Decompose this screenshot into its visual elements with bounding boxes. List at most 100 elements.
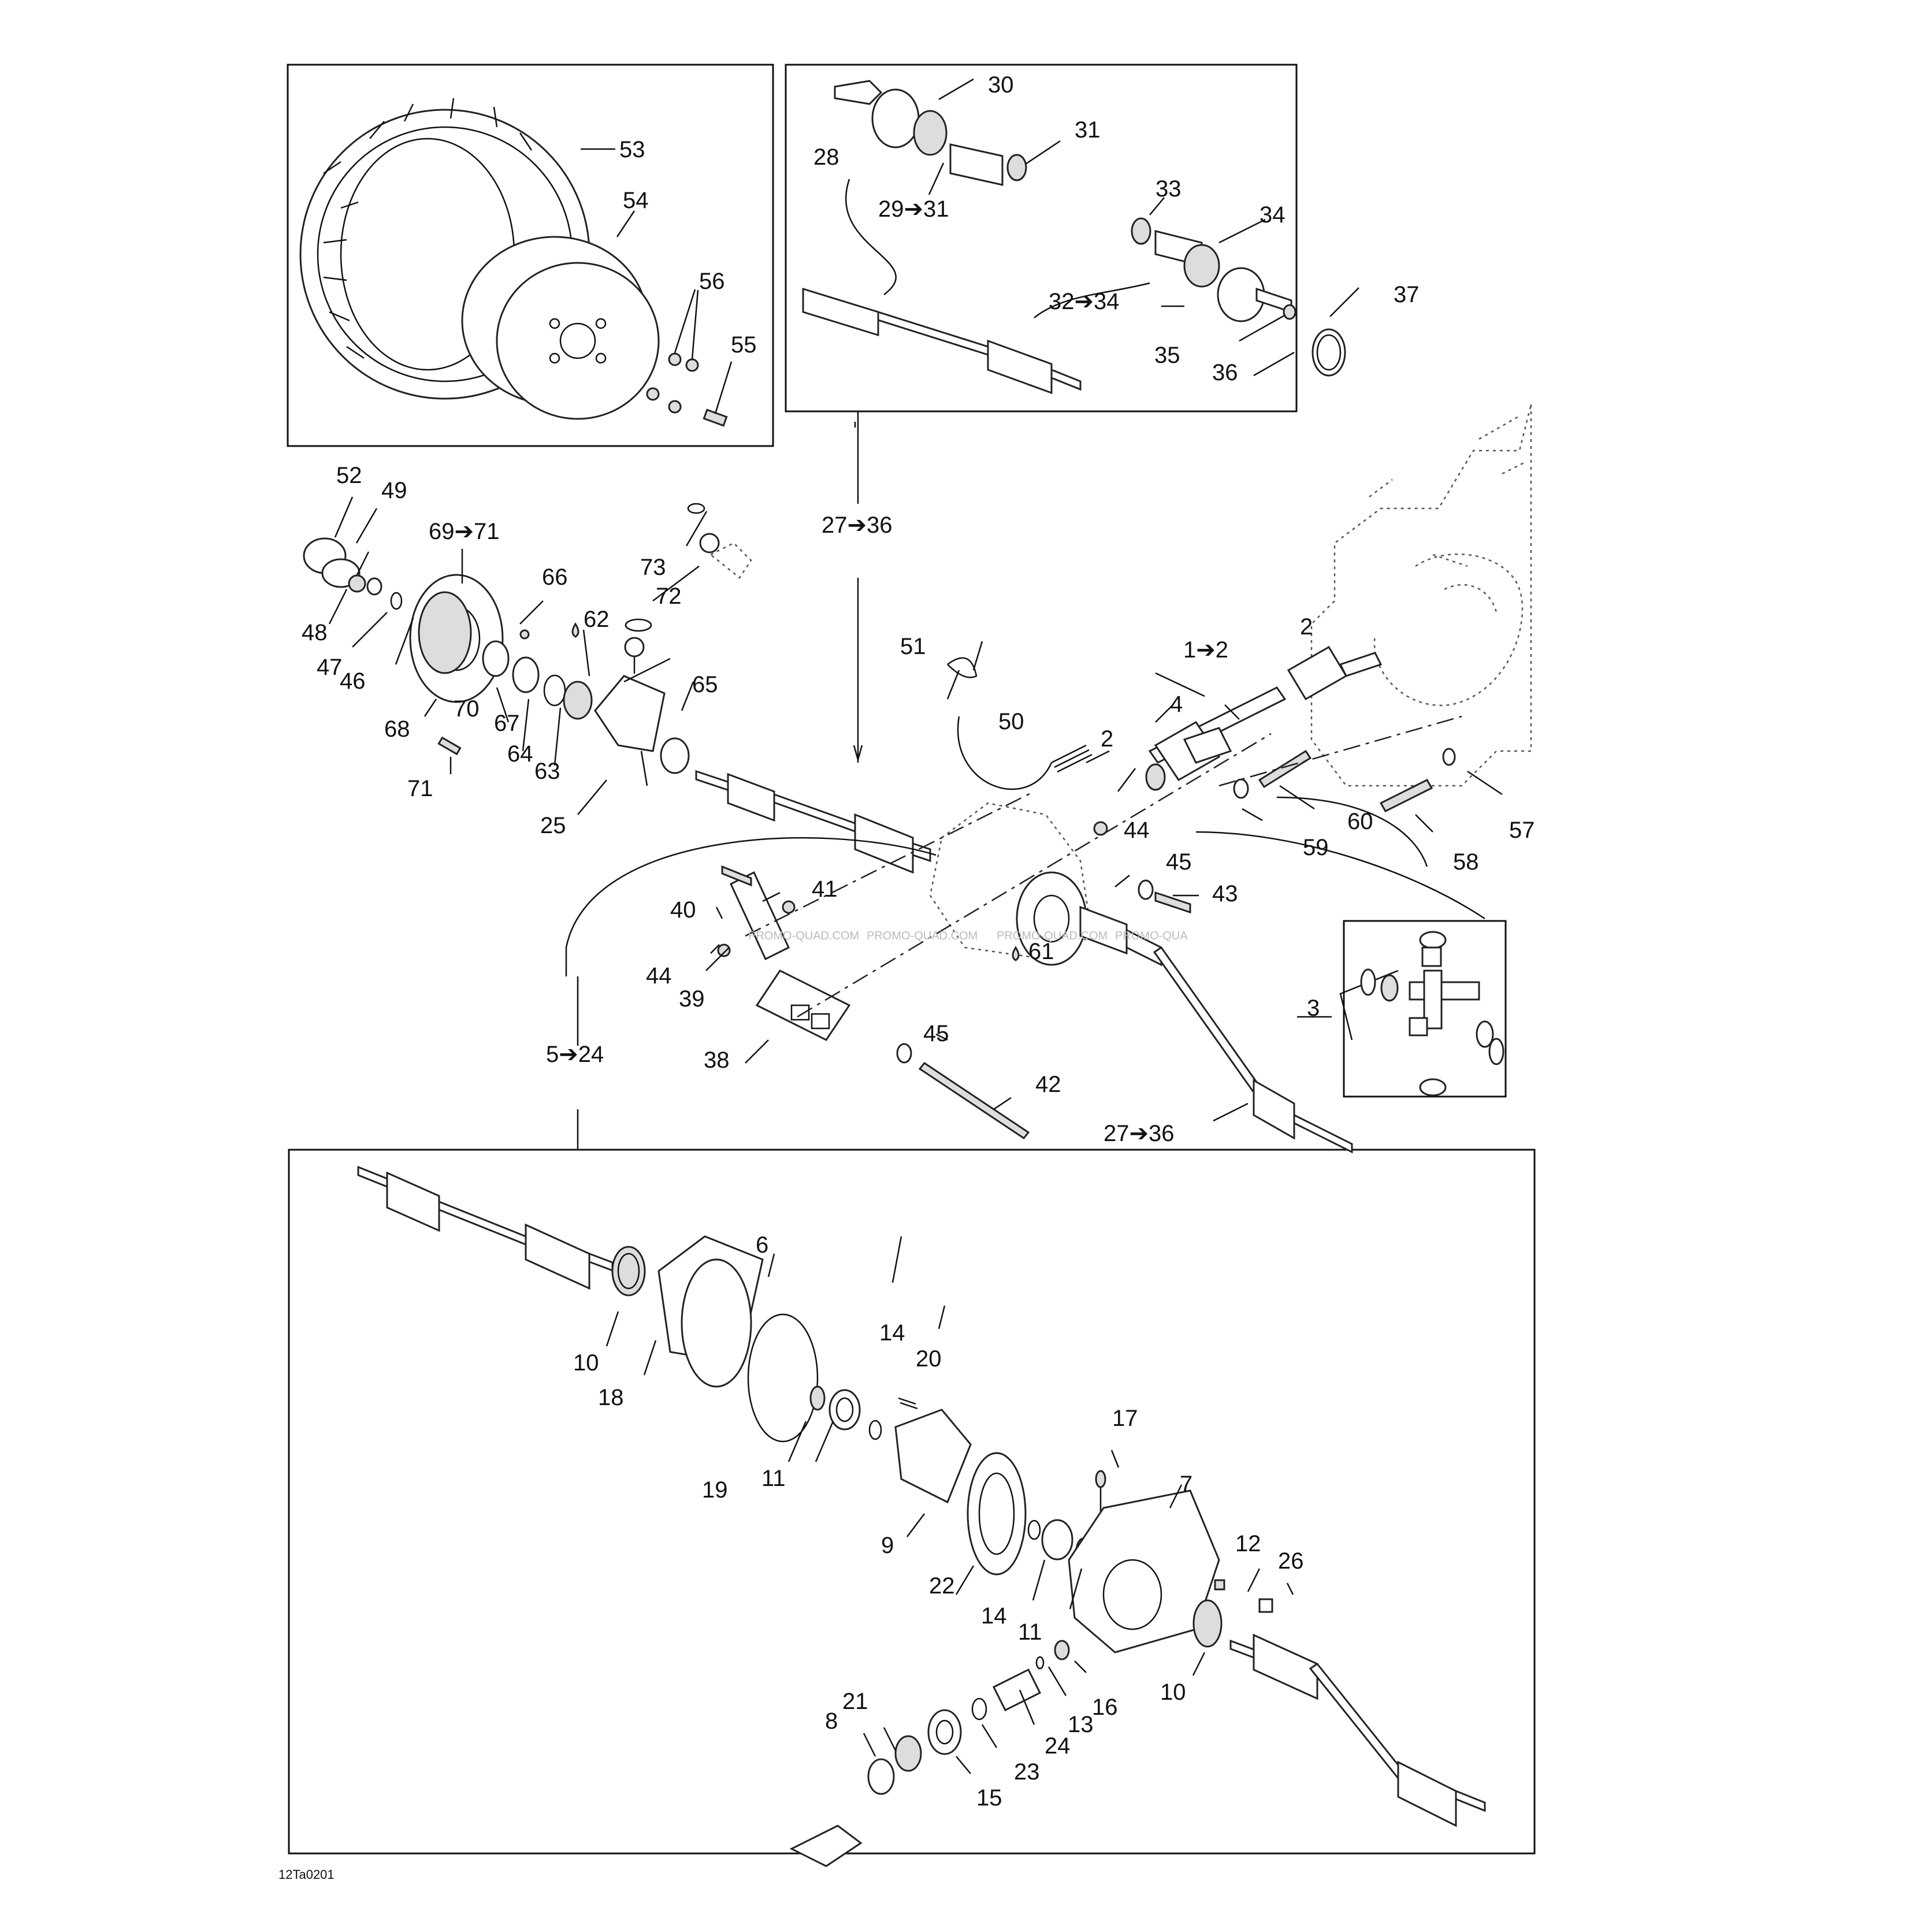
part-label: 62 — [584, 607, 610, 632]
seal-8 — [867, 1758, 895, 1795]
part-label: 70 — [454, 696, 480, 722]
part-label: 37 — [1394, 282, 1420, 307]
part-label: 52 — [336, 463, 362, 488]
part-label: 35 — [1154, 343, 1180, 368]
part-labels: 53 54 56 55 30 31 28 29➔31 33 34 32➔34 3… — [302, 72, 1535, 1811]
part-label: 3 — [1307, 995, 1320, 1021]
part-label: 59 — [1303, 835, 1329, 860]
part-label: 42 — [1035, 1072, 1061, 1097]
bolt-60 — [1258, 749, 1312, 789]
part-label: 45 — [1166, 849, 1192, 875]
part-label: 4 — [1170, 692, 1183, 717]
differential-case-9 — [894, 1409, 972, 1504]
cv-clamp-30 — [913, 110, 948, 156]
washer-57 — [1442, 748, 1456, 766]
knuckle-25 — [594, 657, 671, 786]
ring-gear-22 — [967, 1452, 1027, 1576]
watermark: PROMO-QUA — [1115, 930, 1188, 942]
part-label: 51 — [900, 634, 926, 659]
part-label: 9 — [881, 1533, 894, 1558]
spring-50 — [1051, 744, 1093, 773]
washer-47 — [366, 577, 382, 596]
washer-59 — [1233, 778, 1249, 799]
plug-26 — [1258, 1598, 1273, 1613]
bearing-63 — [563, 681, 593, 720]
housing-cover-6 — [657, 1235, 764, 1388]
part-label: 26 — [1278, 1548, 1304, 1574]
part-label: 29➔31 — [878, 196, 949, 222]
part-label: 61 — [1028, 939, 1054, 964]
part-label: 48 — [302, 620, 328, 645]
part-label: 44 — [646, 963, 672, 989]
part-label: 30 — [988, 72, 1014, 98]
part-label: 27➔36 — [1104, 1121, 1175, 1146]
part-label: 14 — [981, 1603, 1007, 1629]
bolt-71 — [437, 736, 462, 756]
spacer-23 — [971, 1697, 987, 1721]
nut-41 — [782, 900, 796, 914]
part-label: 21 — [842, 1689, 868, 1714]
housing-7 — [1068, 1489, 1220, 1654]
part-label: 17 — [1112, 1406, 1138, 1431]
part-label: 38 — [704, 1047, 730, 1073]
part-label: 55 — [731, 332, 757, 358]
part-label: 40 — [670, 897, 696, 923]
axle-shaft-upper-left — [357, 1165, 614, 1290]
part-label: 64 — [507, 741, 533, 767]
o-ring-small — [868, 1420, 882, 1440]
washer-13 — [1035, 1656, 1045, 1670]
clip-72 — [625, 618, 652, 632]
cv-clamp-34 — [1183, 244, 1220, 288]
watermark: PROMO-QUAD.COM — [997, 930, 1108, 942]
part-label: 63 — [534, 759, 560, 784]
dotted-parts-73 — [709, 542, 752, 579]
nut-44b — [717, 943, 731, 957]
part-label: 72 — [656, 584, 682, 609]
part-label: 14 — [879, 1320, 905, 1346]
axle-shaft-lower-right — [1229, 1633, 1486, 1827]
seal-21 — [894, 1735, 922, 1772]
part-label: 41 — [812, 876, 838, 902]
ball-joint-73 — [687, 503, 720, 553]
part-label: 20 — [916, 1346, 942, 1372]
part-label: 22 — [929, 1573, 955, 1599]
washer-45a — [1138, 879, 1154, 900]
bolt-58 — [1379, 779, 1433, 812]
wheel-rim — [461, 236, 660, 420]
wheel-stud — [703, 408, 728, 427]
part-label: 34 — [1259, 202, 1285, 228]
bearing-67 — [482, 640, 510, 677]
part-label: 45 — [923, 1021, 949, 1046]
plug-12 — [1214, 1579, 1225, 1591]
watermark: PROMO-QUAD.COM — [867, 930, 978, 942]
bearing-14a — [828, 1389, 861, 1431]
spring-20 — [898, 1397, 918, 1410]
nut-16 — [1054, 1640, 1070, 1660]
part-label: 11 — [1018, 1619, 1042, 1645]
part-label: 50 — [998, 709, 1024, 734]
wheel-nuts — [646, 352, 699, 414]
washer-45b — [896, 1043, 912, 1064]
o-ring-46 — [390, 592, 403, 610]
part-label: 54 — [623, 188, 649, 213]
part-label: 18 — [598, 1385, 624, 1410]
part-label: 68 — [384, 716, 410, 742]
plate-38 — [755, 969, 851, 1041]
nut-44a — [1093, 821, 1108, 836]
part-label: 25 — [540, 813, 566, 838]
part-label: 67 — [494, 711, 520, 736]
bearing-14b — [1041, 1519, 1073, 1561]
part-label: 53 — [619, 137, 645, 162]
part-label: 23 — [1014, 1759, 1040, 1785]
part-label: 28 — [813, 144, 839, 170]
part-label: 27➔36 — [822, 512, 893, 538]
diagram-code: 12Ta0201 — [278, 1867, 335, 1882]
part-label: 44 — [1124, 818, 1150, 843]
drive-shaft-detail-box — [785, 64, 1298, 413]
part-label: 10 — [1160, 1680, 1186, 1705]
oil-seal-10a — [611, 1246, 646, 1296]
part-label: 43 — [1212, 881, 1238, 906]
bolt-40 — [721, 865, 752, 887]
part-label: 60 — [1347, 809, 1373, 834]
pinion-gear-24 — [992, 1668, 1042, 1712]
